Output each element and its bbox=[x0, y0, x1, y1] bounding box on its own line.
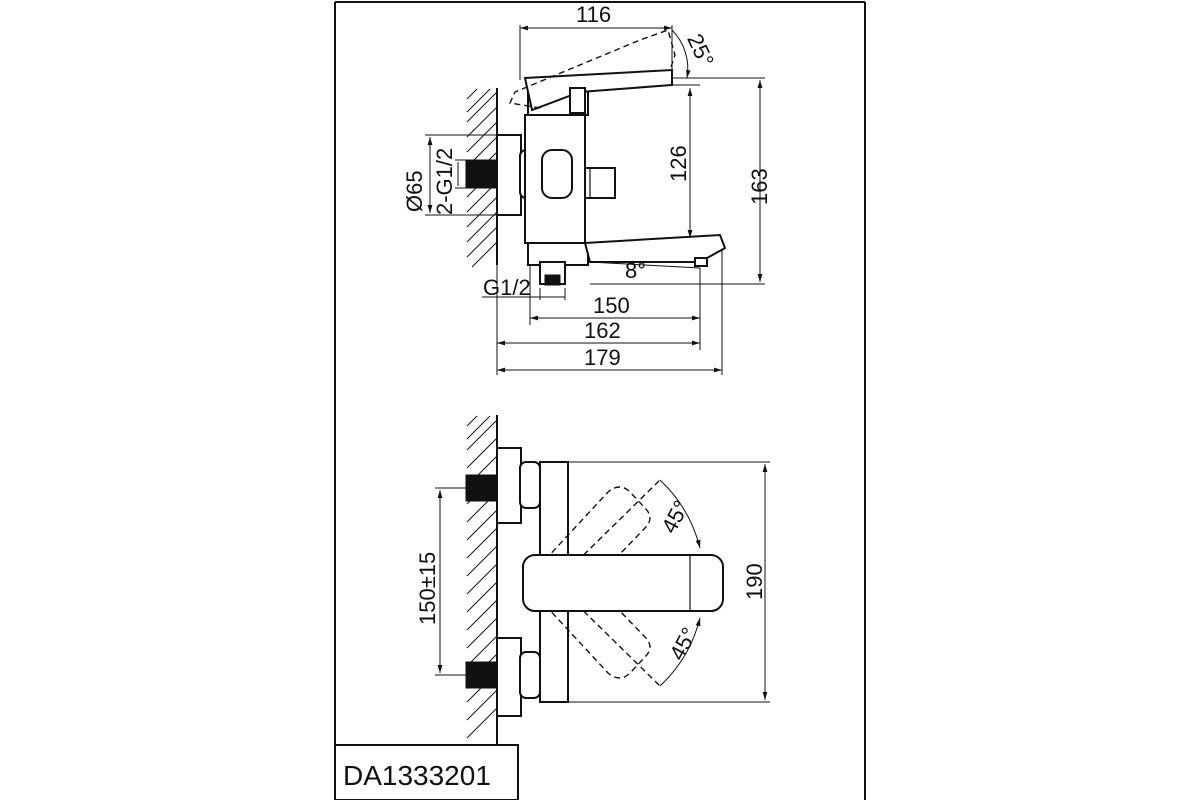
dim-center-distance: 150±15 bbox=[415, 552, 440, 625]
flange-upper bbox=[496, 447, 522, 524]
outlet-thread-side bbox=[544, 274, 561, 286]
aerator-side bbox=[694, 257, 708, 267]
nut-lower bbox=[519, 651, 541, 699]
lever-handle-top bbox=[522, 554, 724, 612]
inlet-thread-lower bbox=[465, 661, 497, 689]
dim-rotation-upper: 45° bbox=[656, 496, 694, 537]
spout-side bbox=[583, 233, 727, 263]
side-view: 116 25° 126 163 Ø65 2-G1/2 8° G1/2 bbox=[402, 2, 772, 375]
wall-flange-side bbox=[496, 134, 522, 216]
dim-depth-179: 179 bbox=[584, 345, 621, 370]
dim-depth-162: 162 bbox=[584, 318, 621, 343]
title-block: DA1333201 bbox=[334, 744, 519, 800]
lever-handle-side bbox=[523, 68, 673, 112]
wall-hatch-top bbox=[466, 415, 498, 745]
dim-height-mid: 126 bbox=[666, 145, 691, 182]
dim-depth-150: 150 bbox=[593, 293, 630, 318]
model-code: DA1333201 bbox=[343, 760, 491, 791]
handle-stem-side bbox=[569, 87, 586, 114]
inlet-thread-upper bbox=[465, 474, 497, 502]
dim-spout-angle: 8° bbox=[625, 258, 646, 283]
lever-raised-dashed bbox=[508, 29, 676, 109]
drawing-frame bbox=[334, 1, 866, 800]
top-view: 45° 45° 150±15 190 bbox=[415, 415, 770, 745]
dim-inlet-thread: 2-G1/2 bbox=[432, 148, 457, 215]
inlet-hole-side bbox=[541, 149, 573, 199]
nut-upper bbox=[519, 461, 541, 509]
dim-outlet-thread: G1/2 bbox=[483, 275, 531, 300]
flange-lower bbox=[496, 637, 522, 717]
dim-width-top: 116 bbox=[576, 2, 611, 27]
dim-height-total: 163 bbox=[747, 168, 772, 205]
dim-flange-diameter: Ø65 bbox=[402, 170, 427, 212]
inlet-thread-side bbox=[465, 159, 497, 189]
dim-body-width: 190 bbox=[742, 563, 767, 600]
